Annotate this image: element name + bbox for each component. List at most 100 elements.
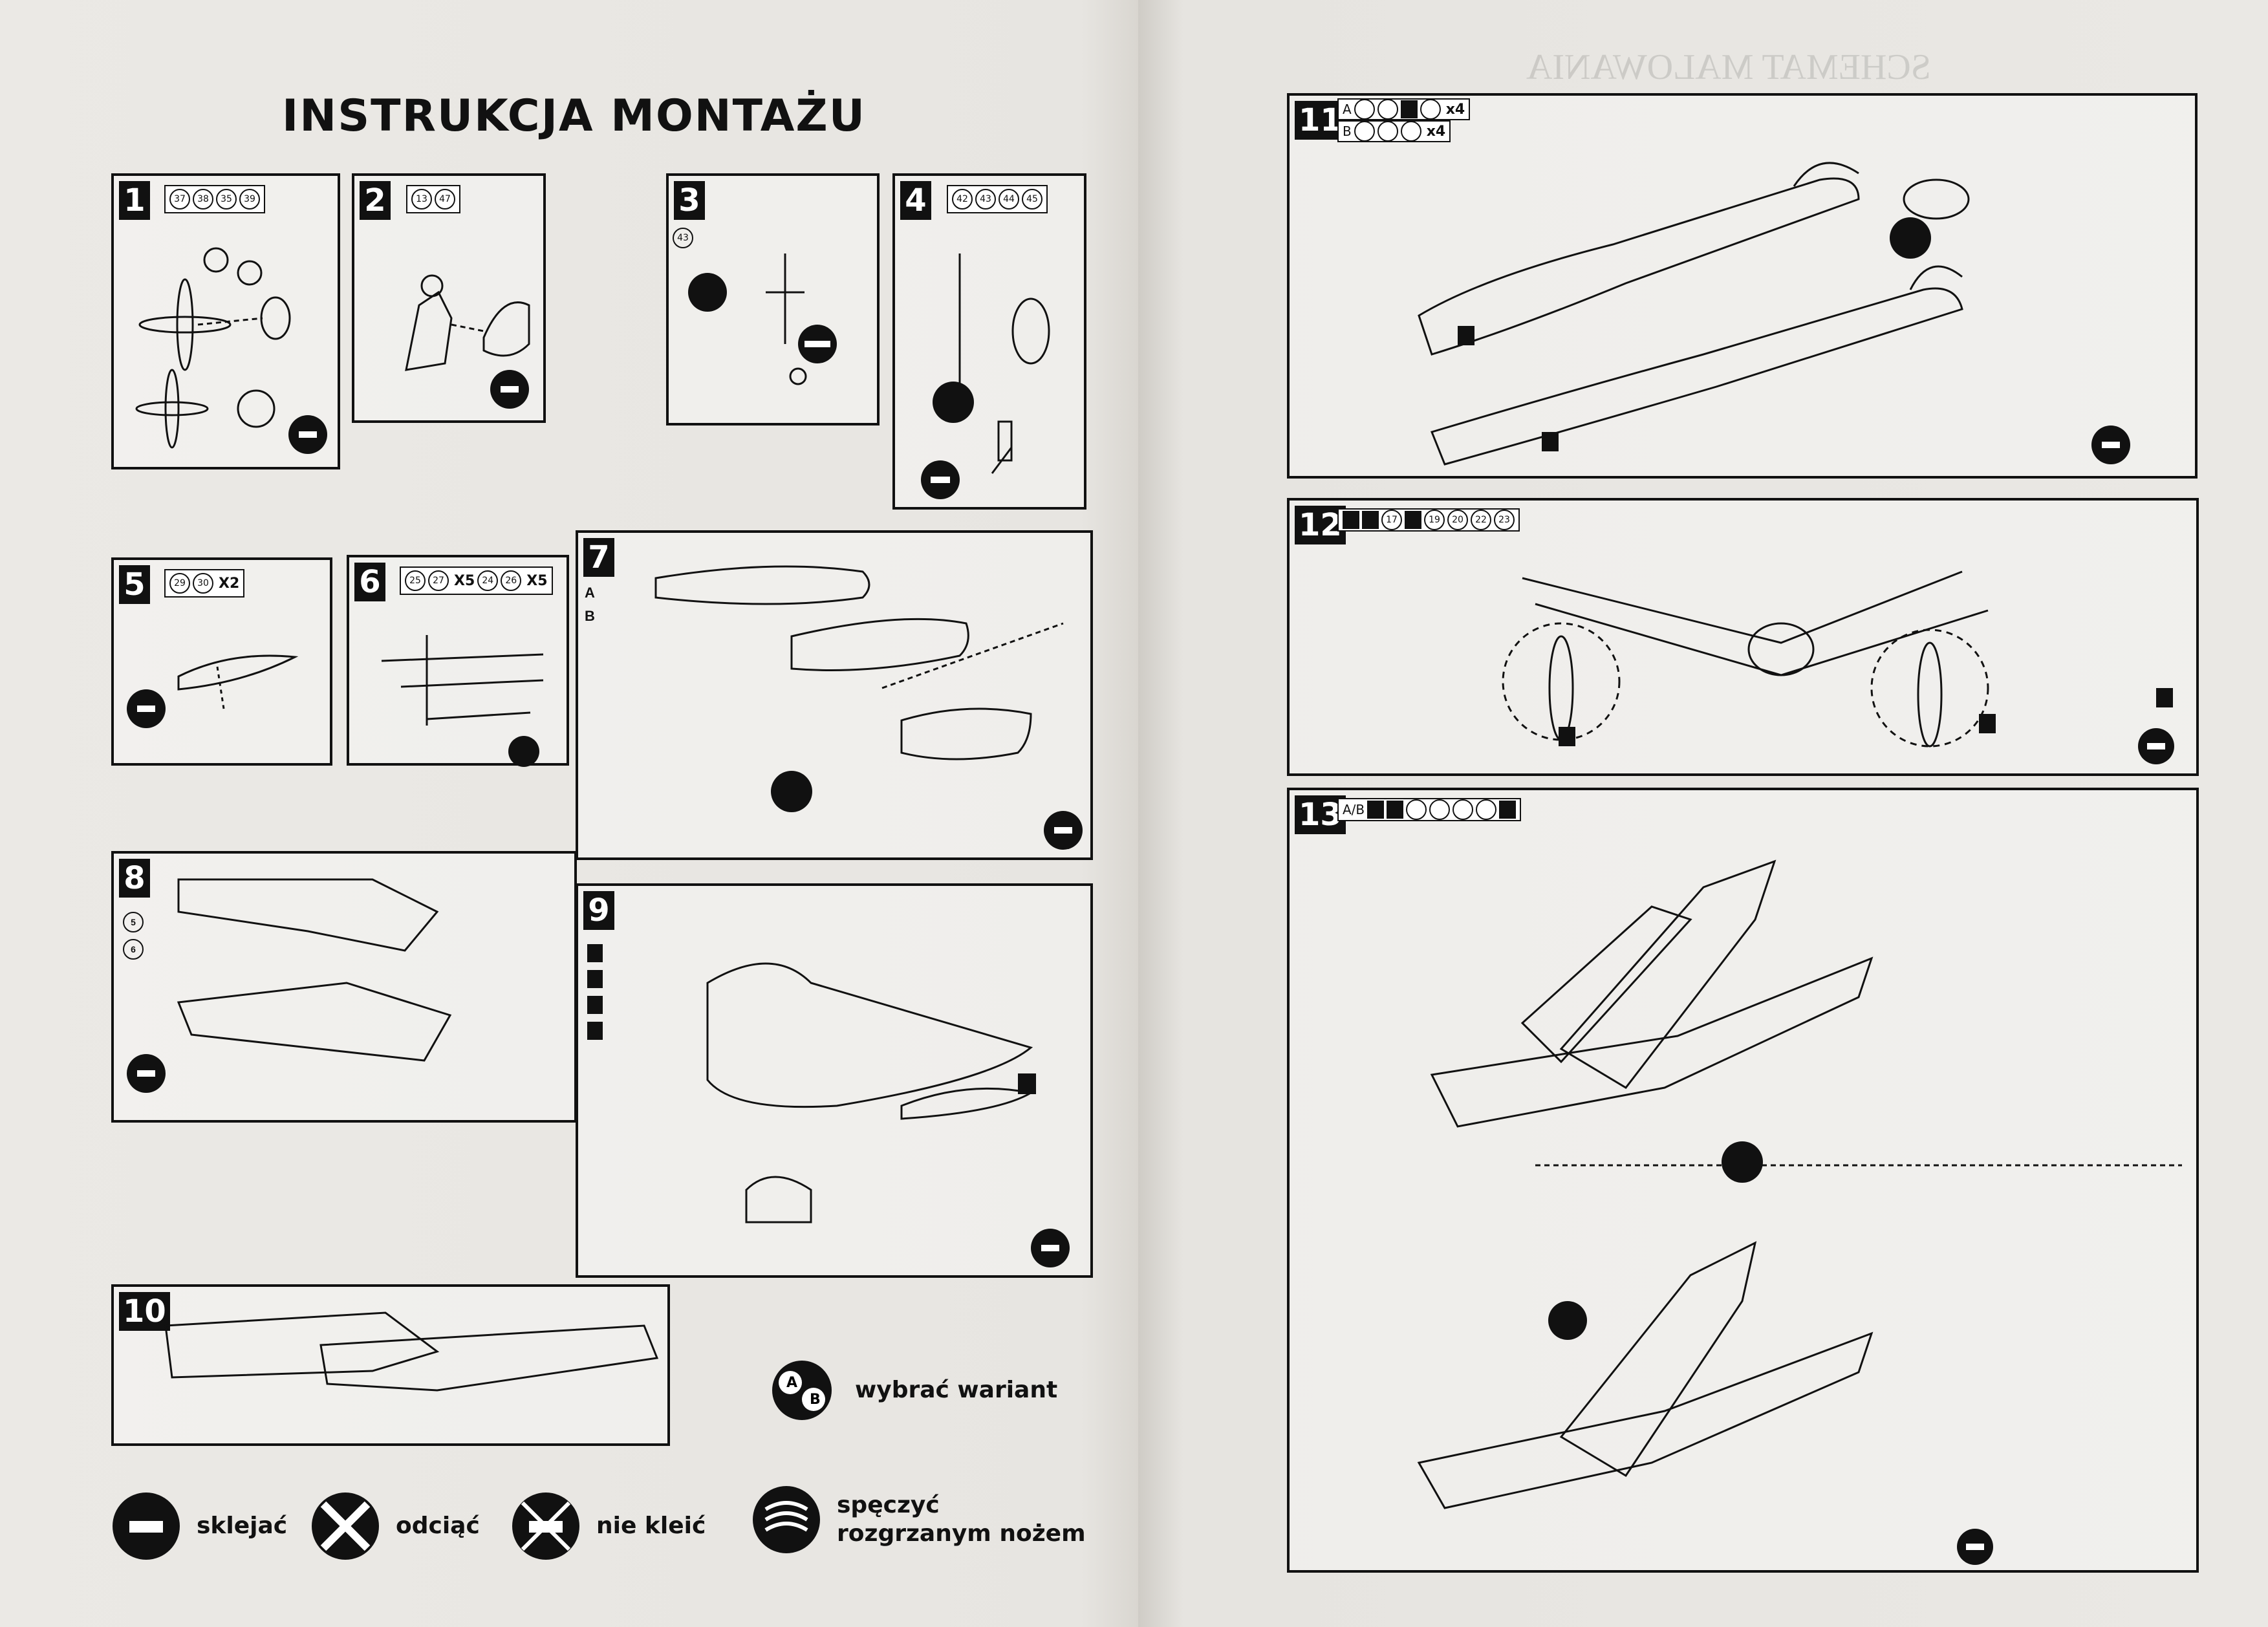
nose-gear-diagram [921, 253, 1050, 499]
part-number: 20 [1447, 510, 1468, 530]
step-10-panel: 10 [111, 1284, 670, 1446]
part-number [1420, 99, 1441, 120]
no-glue-icon [512, 1492, 579, 1560]
step-number: 9 [583, 891, 614, 930]
engine-nacelle-diagram [654, 565, 1083, 850]
legend-glue: sklejać [110, 1490, 287, 1562]
legend-cut: odciąć [309, 1490, 480, 1562]
step-number: 8 [119, 859, 150, 898]
part-number [1354, 121, 1375, 142]
glue-icon [113, 1492, 180, 1560]
variant-label: A [1343, 102, 1352, 117]
variant-b-label: B [810, 1392, 821, 1408]
parts-strip: 29 30 X2 [164, 569, 245, 598]
page-title: INSTRUKCJA MONTAŻU [282, 91, 866, 142]
variant-label: A/B [1343, 802, 1365, 817]
step-13-panel: 13 A/B [1287, 788, 2199, 1573]
parts-strip: A/B [1337, 798, 1522, 821]
landing-gear-diagram [688, 253, 837, 385]
part-number: 43 [975, 189, 996, 210]
right-page: SCHEMAT MALOWANIA 11 A x4 B x4 [1138, 0, 2268, 1627]
step-8-panel: 8 5 6 [111, 851, 577, 1123]
left-page: INSTRUKCJA MONTAŻU 1 37 38 35 39 [0, 0, 1138, 1627]
cut-icon [312, 1492, 379, 1560]
part-number [1377, 121, 1398, 142]
final-assembly-diagram [1417, 859, 2182, 1565]
wing-engine-assembly-diagram [1502, 570, 2174, 764]
part-number: 19 [1424, 510, 1445, 530]
step-number: 6 [354, 563, 385, 601]
part-number: 25 [405, 570, 426, 591]
no-glue-label: nie kleić [596, 1513, 706, 1539]
step-9-panel: 9 [576, 883, 1093, 1278]
part-number: 47 [435, 189, 455, 210]
part-number: 42 [952, 189, 973, 210]
part-number: 44 [999, 189, 1019, 210]
part-list: 5 6 [123, 912, 144, 960]
variant-list: A B [585, 585, 595, 625]
tail-section-diagram [127, 878, 452, 1093]
step-11-panel: 11 A x4 B x4 [1287, 93, 2198, 479]
variant-a-label: A [786, 1375, 797, 1391]
legend-flatten: spęczyć rozgrzanym nożem [750, 1483, 1086, 1556]
part-number: 24 [477, 570, 499, 591]
step-3-panel: 3 43 [666, 173, 880, 426]
parts-strip: 13 47 [406, 185, 460, 213]
step-5-panel: 5 29 30 X2 [111, 557, 332, 766]
step-number: 4 [900, 181, 931, 220]
multiplier: x4 [1426, 123, 1446, 140]
parts-strip: 42 43 44 45 [947, 185, 1048, 213]
step-1-panel: 1 37 38 35 39 [111, 173, 340, 469]
fuselage-booms-diagram [1418, 162, 2130, 466]
ghost-header: SCHEMAT MALOWANIA [1526, 47, 1931, 87]
step-number: 13 [1295, 795, 1346, 834]
part-number: 6 [123, 939, 144, 960]
part-number: 45 [1022, 189, 1042, 210]
part-number: 43 [673, 228, 693, 248]
legend-choose-variant: A B wybrać wariant [763, 1358, 1057, 1423]
part-square [1405, 511, 1421, 529]
part-number: 35 [216, 189, 237, 210]
variant-label: B [585, 608, 595, 624]
wing-part-diagram [127, 654, 299, 728]
step-number: 10 [119, 1292, 170, 1331]
legend-no-glue: nie kleić [510, 1490, 706, 1562]
parts-strip: 25 27 X5 24 26 X5 [400, 566, 553, 595]
variant-label: A [585, 585, 595, 601]
multiplier: X5 [526, 572, 548, 589]
part-number [1406, 799, 1427, 820]
parts-strip-b: B x4 [1337, 120, 1451, 142]
multiplier: X5 [454, 572, 475, 589]
variant-icon: A B [772, 1361, 832, 1420]
step-number: 5 [119, 565, 150, 604]
part-number: 23 [1494, 510, 1515, 530]
part-number: 5 [123, 912, 144, 932]
step-6-panel: 6 25 27 X5 24 26 X5 [347, 555, 569, 767]
propeller-diagram [135, 247, 327, 454]
part-number [1476, 799, 1497, 820]
fuselage-diagram [587, 944, 1070, 1267]
part-number: 38 [193, 189, 213, 210]
part-number: 13 [411, 189, 432, 210]
parts-strip: 37 38 35 39 [164, 185, 265, 213]
step-number: 7 [583, 538, 614, 577]
part-number [1400, 121, 1421, 142]
step-12-panel: 12 17 19 20 22 23 [1287, 498, 2199, 776]
step-number: 1 [119, 181, 150, 220]
part-square [1387, 801, 1404, 819]
part-number [1354, 99, 1375, 120]
part-number: 37 [169, 189, 190, 210]
part-number: 27 [428, 570, 449, 591]
part-square [1499, 801, 1517, 819]
part-number: 22 [1471, 510, 1491, 530]
part-square [1343, 511, 1359, 529]
weapons-rack-diagram [381, 635, 544, 767]
part-number [1429, 799, 1451, 820]
part-number: 30 [193, 573, 213, 594]
part-square [1362, 511, 1379, 529]
flatten-label-line1: spęczyć [837, 1492, 940, 1518]
step-7-panel: 7 A B [576, 530, 1093, 860]
flatten-label: spęczyć rozgrzanym nożem [837, 1491, 1086, 1548]
step-2-panel: 2 13 47 [352, 173, 546, 423]
step-number: 2 [360, 181, 391, 220]
